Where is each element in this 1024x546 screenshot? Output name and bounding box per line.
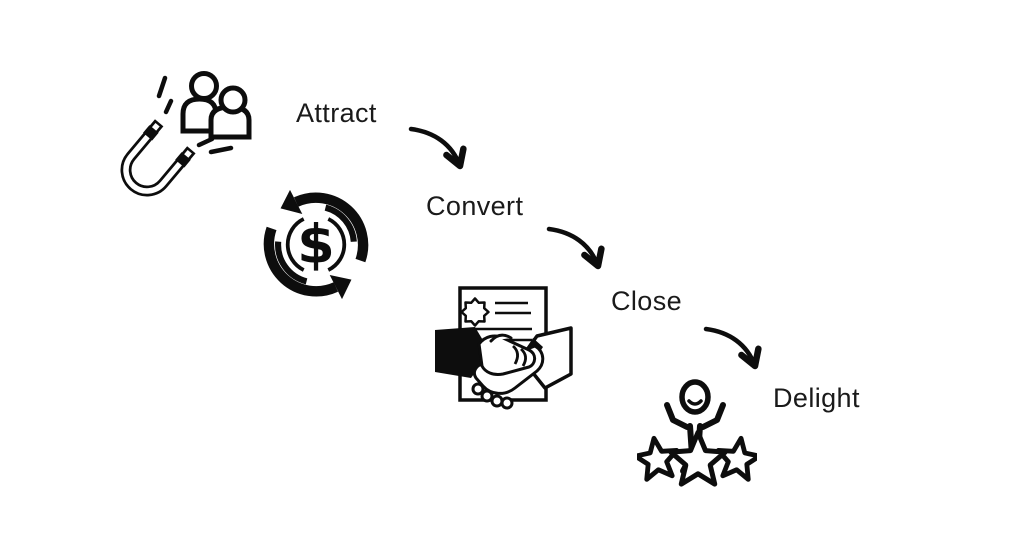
contract-handshake-icon xyxy=(435,286,573,410)
step-label-attract: Attract xyxy=(296,98,377,128)
step-label-close: Close xyxy=(611,286,683,316)
seal-starburst xyxy=(460,297,490,327)
step-label-convert: Convert xyxy=(426,191,524,221)
person-celebrating-stars-icon xyxy=(637,379,757,495)
dollar-glyph: $ xyxy=(297,212,335,275)
curved-arrow-icon xyxy=(703,326,762,370)
step-label-delight: Delight xyxy=(773,383,860,413)
curved-arrow-icon xyxy=(546,226,605,270)
magnet-attracting-people-icon xyxy=(120,71,252,197)
curved-arrow-icon xyxy=(408,126,467,170)
dollar-cycle-icon: $ xyxy=(263,189,369,300)
